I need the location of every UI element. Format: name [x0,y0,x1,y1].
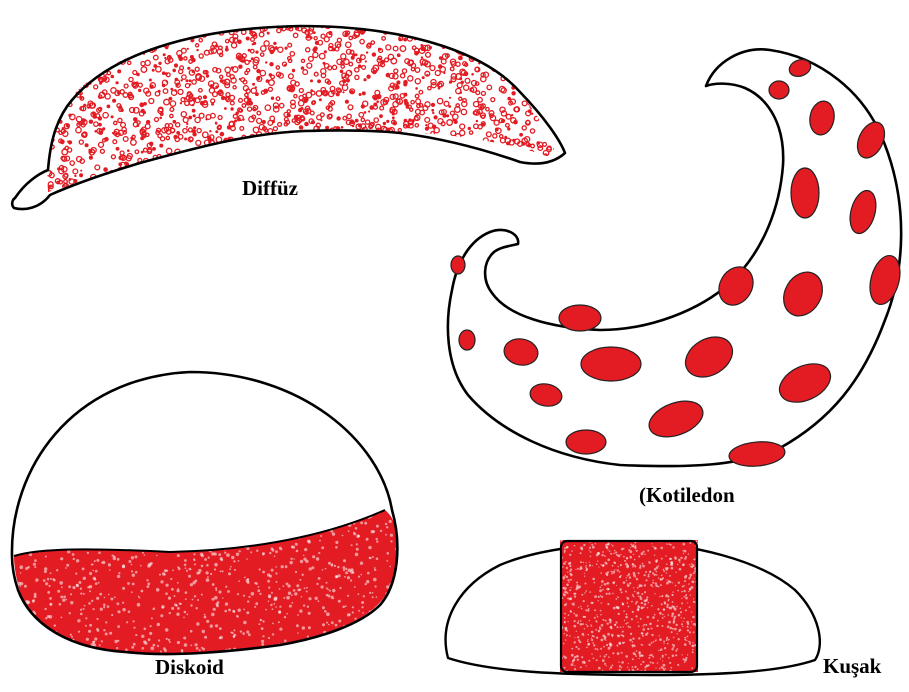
cotyledon-spot [791,168,819,218]
label-kusak: Kuşak [823,656,881,677]
diskoid-villi-fill [8,498,405,661]
cotyledon-spot [451,256,465,274]
cotyledon-spot [566,430,606,454]
kusak-villi-band [557,537,701,675]
cotyledon-spot [769,81,789,99]
cotyledon-spot [559,305,601,331]
label-kotiledon: (Kotiledon [639,485,735,506]
label-diffuz: Diffüz [242,178,298,199]
label-diskoid: Diskoid [155,657,224,678]
diffuz-villi-fill [38,18,563,203]
cotyledon-spot [459,330,475,350]
cotyledon-spot [581,347,641,381]
